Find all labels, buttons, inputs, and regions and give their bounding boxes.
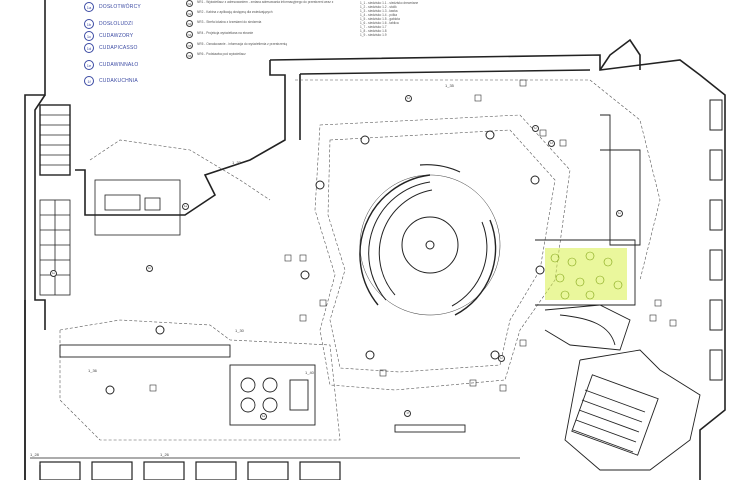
legend-item: 1b DOSŁOLUDZI (84, 17, 133, 31)
central-stage (359, 164, 501, 316)
note-row: N6 NR6 - Podstawka pod wyświetlacz (186, 52, 337, 59)
legend-label: CUDAWINNAŁO (99, 62, 139, 68)
legend-label: CUDAWZORY (99, 33, 134, 39)
key-row: 1_1 - siedzisko 1.1 - siedzisko drewnian… (360, 1, 419, 5)
left-staircase (39, 104, 71, 296)
key-row: 1_4 - siedzisko 1.4 - półka (360, 13, 398, 17)
legend-marker: 1b (84, 19, 94, 29)
note-marker: N3 (186, 20, 193, 27)
zone-tag: 1c (532, 125, 539, 132)
bottom-room (59, 344, 466, 433)
columns (105, 130, 545, 395)
legend-item: 1f CUDAKUCHNIA (84, 74, 138, 88)
key-row: 1_8 - siedzisko 1.8 (360, 29, 387, 33)
legend-item: 1c CUDAWZORY (84, 29, 133, 43)
note-marker: N1 (186, 0, 193, 7)
legend-marker: 1c (84, 31, 94, 41)
note-text: NR3 - Strefa lokalna z krzesłami do sied… (197, 20, 262, 24)
note-text: NR5 - Oznakowanie - informacja do wyświe… (197, 42, 287, 46)
note-row: N1 NR1 - Wyświetlacz z adresowaniem - zm… (186, 0, 337, 7)
note-text: NR6 - Podstawka pod wyświetlacz (197, 52, 246, 56)
zone-tag: 1d (405, 95, 412, 102)
zone-tag: 1b (146, 265, 153, 272)
note-row: N4 NR4 - Projekcja wyświetlana na ekrani… (186, 31, 337, 38)
note-row: N5 NR5 - Oznakowanie - informacja do wyś… (186, 42, 337, 49)
note-marker: N5 (186, 42, 193, 49)
note-text: NR4 - Projekcja wyświetlana na ekranie (197, 31, 254, 35)
dashed-circulation (59, 79, 661, 441)
note-marker: N2 (186, 10, 193, 17)
legend-label: CUDAPICASSO (99, 45, 138, 51)
legend-label: DOSŁOLUDZI (99, 21, 133, 27)
legend-label: CUDAKUCHNIA (99, 78, 138, 84)
zone-tag: 1c (498, 355, 505, 362)
key-row: 1_6 - siedzisko 1.6 - tablica (360, 21, 399, 25)
zone-tag: 1e (50, 270, 57, 277)
room-label: 1_30 (235, 328, 244, 333)
furniture (149, 79, 677, 392)
zone-tag: 1a (260, 413, 267, 420)
key-row: 1_5 - siedzisko 1.5 - gablota (360, 17, 400, 21)
room-label: 1_40 (305, 370, 314, 375)
note-text: NR1 - Wyświetlacz z adresowaniem - zmian… (197, 0, 334, 4)
key-row: 1_7 - siedzisko 1.7 (360, 25, 387, 29)
outer-walls (24, 0, 726, 480)
note-marker: N6 (186, 52, 193, 59)
left-room (94, 179, 181, 236)
legend-item: 1a DOSŁOTWÓRCY (84, 0, 141, 14)
legend-marker: 1d (84, 43, 94, 53)
key-row: 1_2 - siedzisko 1.2 - stolik (360, 5, 397, 9)
note-text: NR2 - Kabina z aplikacją dostępną dla zw… (197, 10, 273, 14)
legend-label: DOSŁOTWÓRCY (99, 4, 141, 10)
right-rooms (535, 114, 701, 471)
key-row: 1_9 - siedzisko 1.9 (360, 33, 387, 37)
legend-marker: 1e (84, 60, 94, 70)
key-row: 1_3 - siedzisko 1.3 - ławka (360, 9, 398, 13)
note-row: N2 NR2 - Kabina z aplikacją dostępną dla… (186, 10, 337, 17)
note-row: N3 NR3 - Strefa lokalna z krzesłami do s… (186, 20, 337, 27)
legend-item: 1e CUDAWINNAŁO (84, 58, 139, 72)
room-label: 1_35 (445, 83, 454, 88)
room-label: 1_36 (88, 368, 97, 373)
legend-marker: 1a (84, 2, 94, 12)
legend-marker: 1f (84, 76, 94, 86)
room-label: 1_32 (232, 160, 241, 165)
zone-tag: 1f (404, 410, 411, 417)
bottom-bays (30, 457, 520, 480)
right-window-bays (709, 99, 723, 381)
legend-item: 1d CUDAPICASSO (84, 41, 138, 55)
green-zone (545, 248, 627, 300)
note-marker: N4 (186, 31, 193, 38)
zone-tag: 1a (182, 203, 189, 210)
room-label: 1_28 (30, 452, 39, 457)
zone-tag: 1d (548, 140, 555, 147)
zone-tag: 1e (616, 210, 623, 217)
room-label: 1_26 (160, 452, 169, 457)
